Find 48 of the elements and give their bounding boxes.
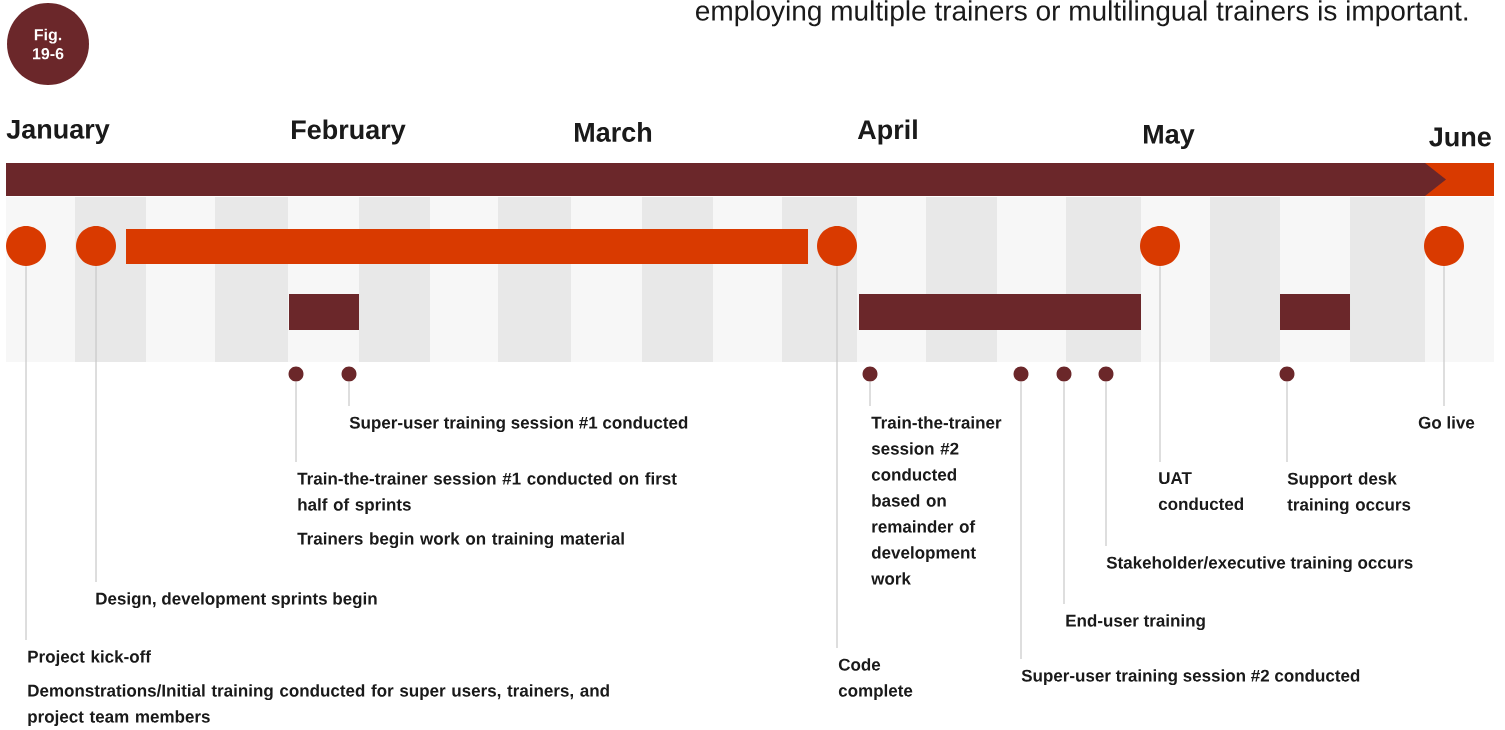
leader-line (1159, 265, 1161, 463)
milestone-circle (1140, 226, 1180, 266)
event-dot (1056, 366, 1072, 382)
gantt-bar (289, 294, 359, 330)
gantt-bar (126, 229, 808, 264)
milestone-circle (76, 226, 116, 266)
month-label: March (575, 122, 652, 142)
month-label: January (6, 119, 110, 145)
note-text: employing multiple trainers or multilingual trainers is important. (696, 0, 1468, 27)
figure-badge: Fig. 19-6 (7, 3, 89, 85)
event-dot (341, 366, 357, 382)
event-dot (1013, 366, 1029, 382)
event-dot (862, 366, 878, 382)
leader-line (836, 265, 838, 649)
leader-line (869, 381, 871, 407)
leader-line (1063, 381, 1065, 605)
milestone-circle (6, 226, 46, 266)
milestone-text: Support desk training occurs (1287, 472, 1411, 515)
leader-line (1443, 265, 1445, 407)
leader-line (1286, 381, 1288, 463)
milestone-text: Train-the-trainer session #1 conducted on first half of sprints Trainers begin work on training material (297, 472, 677, 549)
month-label: June (1429, 127, 1491, 147)
event-dot (1279, 366, 1295, 382)
gantt-bar (859, 294, 1141, 330)
milestone-text: Train-the-trainer session #2 conducted based on remainder of development work (871, 416, 1002, 585)
leader-line (1020, 381, 1022, 660)
leader-line (95, 265, 97, 583)
month-label: February (292, 119, 406, 145)
milestone-text: Super-user training session #2 conducted (1021, 669, 1360, 686)
month-label: May (1144, 124, 1195, 150)
leader-line (1105, 381, 1107, 547)
leader-line (295, 381, 297, 463)
leader-line (25, 265, 27, 641)
milestone-text: Project kick-off Demonstrations/Initial training conducted for super users, trainers, and project team members (28, 650, 609, 727)
milestone-circle (1424, 226, 1464, 266)
milestone-text: Go live (1418, 416, 1475, 429)
event-dot (288, 366, 304, 382)
milestone-text: Code complete (838, 658, 913, 701)
milestone-text: Super-user training session #1 conducted (349, 416, 688, 433)
month-label: April (857, 119, 917, 145)
milestone-text: End-user training (1066, 614, 1205, 631)
milestone-circle (817, 226, 857, 266)
gantt-bar (1280, 294, 1350, 330)
milestone-text: Design, development sprints begin (96, 592, 377, 609)
leader-line (348, 381, 350, 407)
event-dot (1098, 366, 1114, 382)
milestone-text: UAT conducted (1158, 472, 1244, 511)
milestone-text: Stakeholder/executive training occurs (1106, 556, 1413, 573)
